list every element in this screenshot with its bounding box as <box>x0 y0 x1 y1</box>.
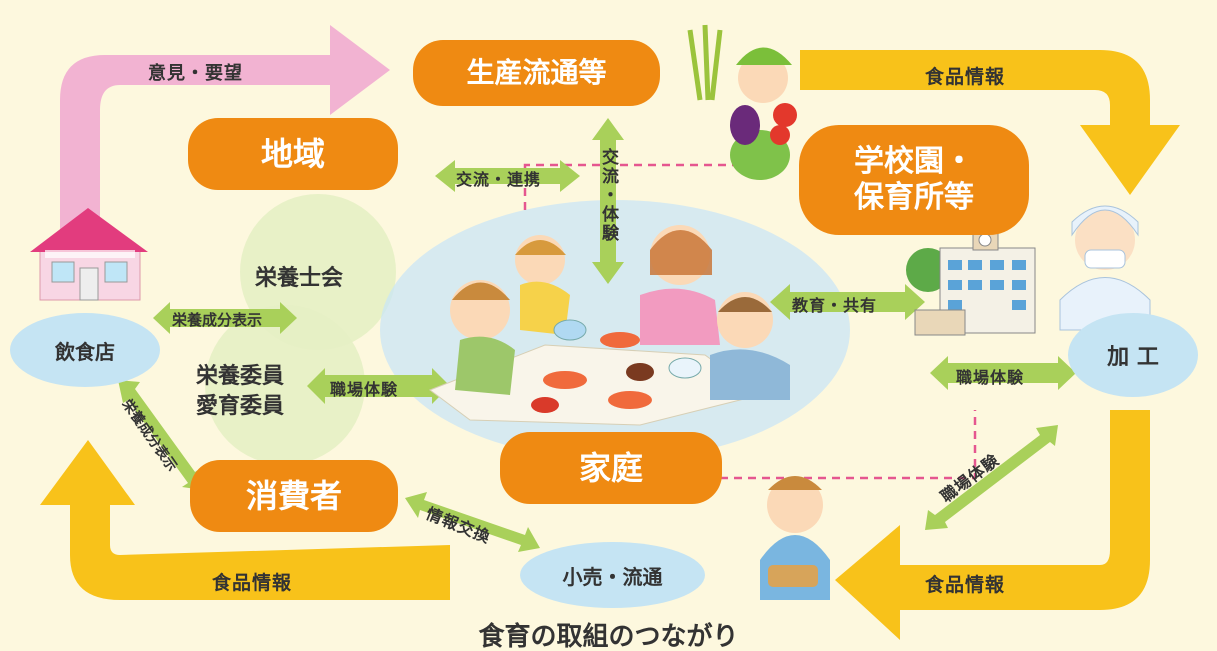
green-arrows <box>118 118 1076 552</box>
shop-clerk-illustration <box>760 476 830 600</box>
label-exchange-cooperation: 交流・連携 <box>456 170 542 189</box>
node-school: 学校園・ 保育所等 <box>799 125 1029 235</box>
label-education-sharing: 教育・共有 <box>792 296 878 315</box>
label-food-info-top: 食品情報 <box>925 66 1006 88</box>
label-workplace-exp-right: 職場体験 <box>956 368 1025 387</box>
yellow-arrow-right <box>835 410 1150 640</box>
farmer-illustration <box>687 24 797 180</box>
factory-worker-illustration <box>1059 205 1151 331</box>
label-dietitian-association: 栄養士会 <box>255 266 344 291</box>
label-exchange-experience: 交流・体験 <box>598 148 618 243</box>
node-region: 地域 <box>188 118 398 190</box>
yellow-arrow-bottom <box>40 440 450 600</box>
label-nutrition-display-h: 栄養成分表示 <box>172 311 263 329</box>
label-workplace-exp-left: 職場体験 <box>330 380 399 399</box>
node-home: 家庭 <box>500 432 722 504</box>
green-blob-bottom <box>205 305 365 465</box>
node-consumer: 消費者 <box>190 460 398 532</box>
restaurant-icon <box>30 208 148 301</box>
node-processing: 加 工 <box>1068 313 1198 397</box>
label-nutrition-committee: 栄養委員 <box>196 364 285 389</box>
label-food-info-bottom: 食品情報 <box>212 572 293 594</box>
node-production: 生産流通等 <box>413 40 660 106</box>
label-opinions: 意見・要望 <box>148 63 243 84</box>
family-meal-illustration <box>428 225 790 426</box>
dashed-line-top <box>523 163 735 210</box>
diagram-title: 食育の取組のつながり <box>478 622 739 651</box>
node-restaurant: 飲食店 <box>10 313 160 387</box>
label-food-info-right: 食品情報 <box>925 574 1006 596</box>
yellow-arrow-top <box>800 50 1180 195</box>
label-aiiku-committee: 愛育委員 <box>196 394 285 419</box>
school-building-icon <box>906 229 1036 336</box>
node-retail: 小売・流通 <box>520 542 705 608</box>
pink-arrow <box>60 25 390 230</box>
